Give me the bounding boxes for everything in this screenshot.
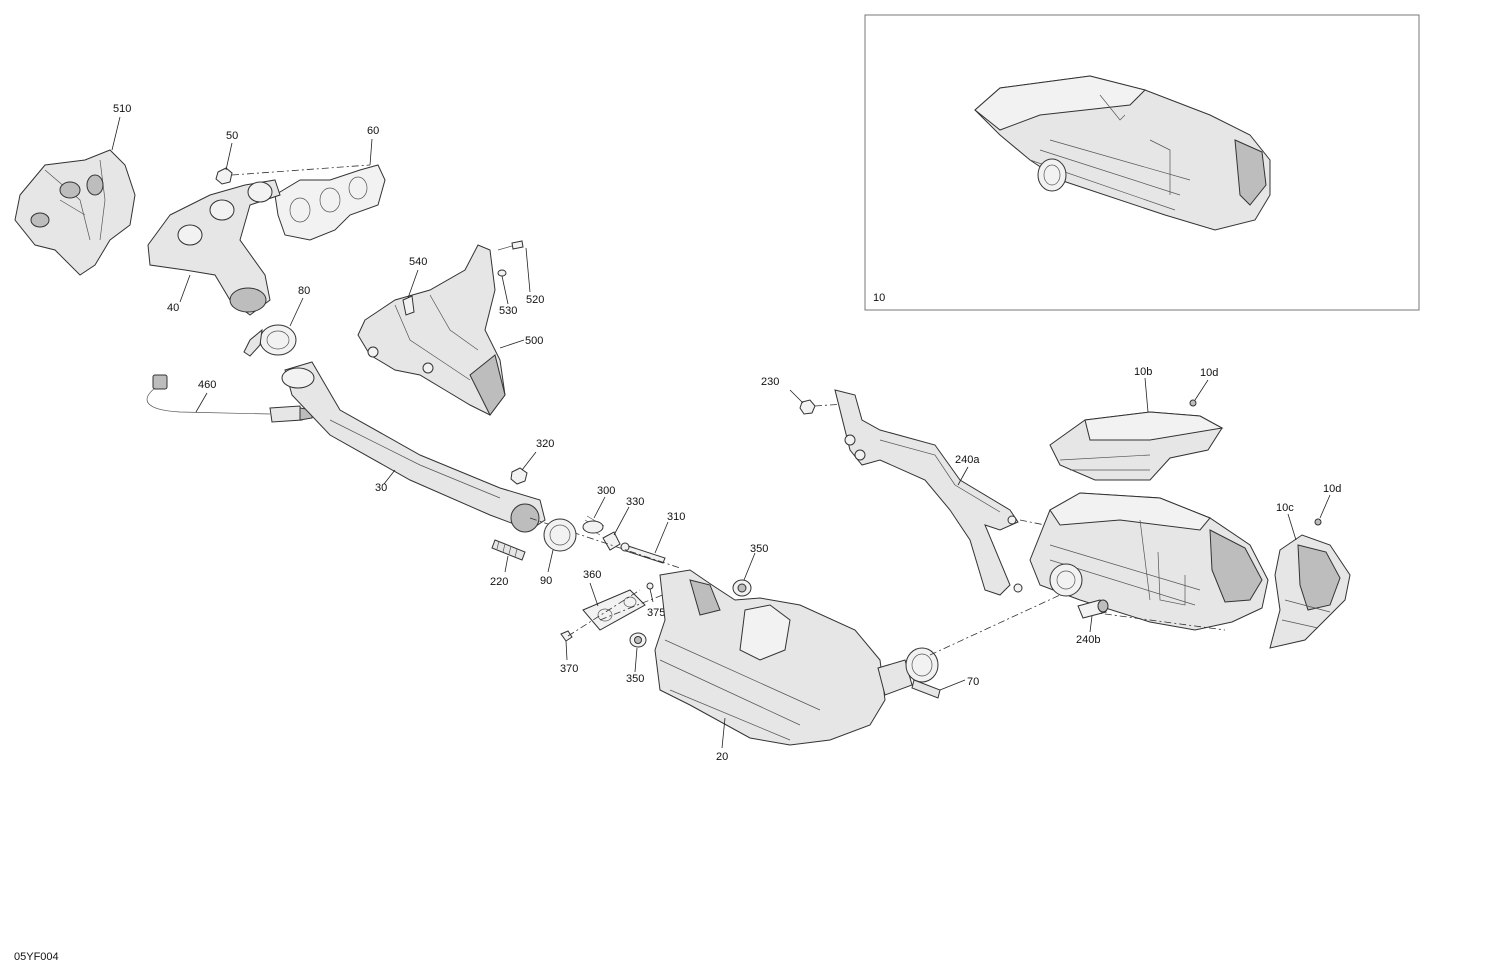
part-230-bolt	[799, 399, 816, 415]
label-20: 20	[716, 751, 728, 763]
label-90: 90	[540, 575, 552, 587]
label-360: 360	[583, 569, 601, 581]
label-500: 500	[525, 335, 543, 347]
part-10d-screw-top	[1189, 399, 1197, 407]
label-330: 330	[626, 496, 644, 508]
part-350-grommet-lower	[629, 632, 647, 648]
label-10b: 10b	[1134, 366, 1152, 378]
inset-assembled-cover: 10	[864, 14, 1420, 311]
label-510: 510	[113, 103, 131, 115]
part-330-sleeve	[602, 531, 621, 551]
label-460: 460	[198, 379, 216, 391]
label-60: 60	[367, 125, 379, 137]
label-30: 30	[375, 482, 387, 494]
part-500-heat-shield	[357, 244, 506, 416]
label-520: 520	[526, 294, 544, 306]
part-10b-top-cover	[1049, 411, 1224, 481]
part-220-spring	[491, 539, 526, 561]
part-370-bolt	[560, 630, 573, 642]
label-10d-top: 10d	[1200, 367, 1218, 379]
label-230: 230	[761, 376, 779, 388]
inset-muffler-cover-drawing	[974, 75, 1271, 231]
part-20-muffler	[654, 569, 913, 746]
part-30-front-pipe	[281, 361, 546, 533]
label-350-lower: 350	[626, 673, 644, 685]
label-310: 310	[667, 511, 685, 523]
label-320: 320	[536, 438, 554, 450]
label-50: 50	[226, 130, 238, 142]
label-70: 70	[967, 676, 979, 688]
part-540-bracket	[402, 295, 415, 316]
part-510-heat-shield	[14, 149, 136, 276]
part-10c-end-cap	[1269, 534, 1351, 649]
part-360-flange-plate	[582, 589, 646, 631]
part-80-clamp	[243, 324, 297, 357]
label-80: 80	[298, 285, 310, 297]
part-520-bolt	[497, 240, 524, 251]
figure-code: 05YF004	[14, 951, 59, 963]
inset-label: 10	[873, 292, 885, 304]
part-375-bolt	[646, 582, 654, 590]
part-240a-bracket	[834, 389, 1023, 596]
part-60-gasket	[274, 164, 386, 241]
label-540: 540	[409, 256, 427, 268]
part-70-clamp	[905, 647, 941, 699]
part-90-gasket	[543, 518, 577, 552]
inset-frame	[864, 14, 1420, 311]
label-375: 375	[647, 607, 665, 619]
part-310-bolt	[620, 542, 666, 564]
label-10d-side: 10d	[1323, 483, 1341, 495]
label-370: 370	[560, 663, 578, 675]
label-10c: 10c	[1276, 502, 1294, 514]
part-10-muffler-cover-body	[1029, 492, 1269, 631]
part-10d-screw-side	[1314, 518, 1322, 526]
part-530-washer	[497, 269, 507, 277]
part-50-nut	[215, 167, 233, 185]
label-220: 220	[490, 576, 508, 588]
part-460-oxygen-sensor	[146, 374, 313, 423]
part-240b-spacer	[1077, 599, 1109, 619]
label-300: 300	[597, 485, 615, 497]
label-240b: 240b	[1076, 634, 1100, 646]
label-40: 40	[167, 302, 179, 314]
label-530: 530	[499, 305, 517, 317]
part-300-spring	[582, 515, 605, 536]
part-320-nut	[510, 467, 528, 485]
part-350-grommet-upper	[732, 579, 752, 597]
label-240a: 240a	[955, 454, 980, 466]
part-40-exhaust-manifold	[147, 179, 281, 316]
label-350-upper: 350	[750, 543, 768, 555]
